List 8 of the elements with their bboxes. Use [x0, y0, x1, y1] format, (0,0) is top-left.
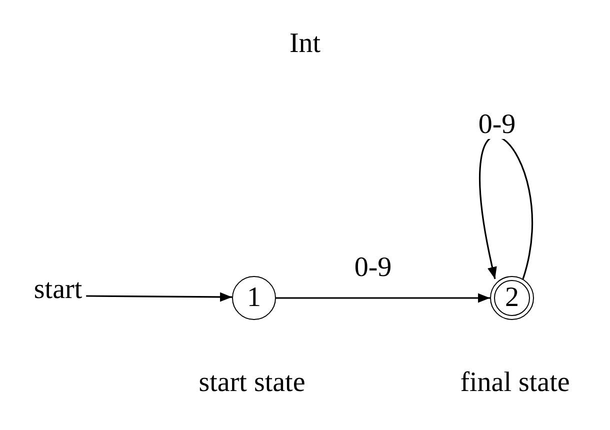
start-label: start [34, 276, 82, 304]
state-caption: start state [198, 369, 306, 397]
diagram-title: Int [289, 30, 321, 58]
arrow [276, 293, 490, 303]
state-circle: 1 [232, 276, 276, 320]
arrow [86, 292, 232, 302]
final-state-double-circle: 2 [490, 276, 534, 320]
state-caption: final state [460, 369, 570, 397]
